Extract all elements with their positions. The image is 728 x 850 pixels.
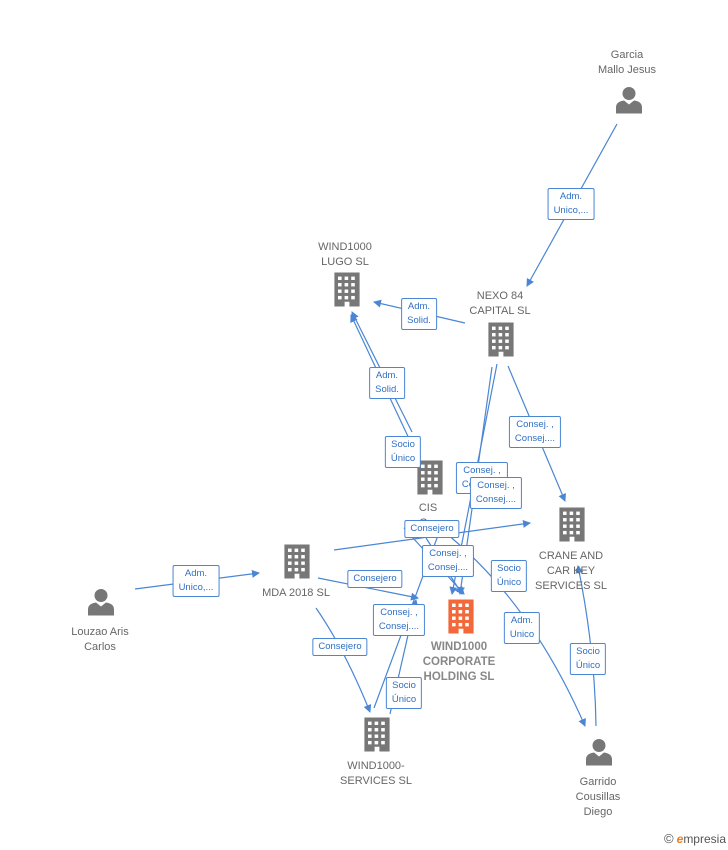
edge-label-e3[interactable]: Adm. Solid. bbox=[369, 367, 405, 399]
brand-logo-letter: e bbox=[676, 832, 684, 846]
node-label-wind-lugo[interactable]: WIND1000 LUGO SL bbox=[318, 241, 372, 268]
edge-label-e2[interactable]: Adm. Solid. bbox=[401, 298, 437, 330]
edge-label-e1[interactable]: Adm. Unico,... bbox=[547, 188, 595, 220]
node-label-garcia[interactable]: Garcia Mallo Jesus bbox=[597, 49, 657, 76]
company-building-icon[interactable] bbox=[415, 460, 445, 500]
edge-label-e10[interactable]: Socio Único bbox=[490, 560, 528, 592]
person-icon[interactable] bbox=[585, 738, 613, 771]
person-icon[interactable] bbox=[615, 86, 643, 119]
person-icon[interactable] bbox=[87, 588, 115, 621]
edge-line-12 bbox=[317, 577, 419, 601]
edge-label-e16[interactable]: Socio Único bbox=[385, 677, 423, 709]
node-label-louzao[interactable]: Louzao Aris Carlos bbox=[71, 626, 129, 653]
company-building-icon[interactable] bbox=[282, 544, 312, 584]
node-label-crane[interactable]: CRANE AND CAR KEY SERVICES SL bbox=[535, 550, 607, 592]
node-label-garrido[interactable]: Garrido Cousillas Diego bbox=[575, 776, 621, 818]
brand-name: mpresia bbox=[683, 832, 726, 846]
node-label-mda[interactable]: MDA 2018 SL bbox=[262, 587, 330, 599]
edge-label-e15[interactable]: Consejero bbox=[312, 638, 368, 656]
edge-label-e11[interactable]: Adm. Unico,... bbox=[172, 565, 220, 597]
edge-line-15 bbox=[315, 607, 372, 713]
edge-label-e17[interactable]: Socio Único bbox=[569, 643, 607, 675]
node-label-nexo[interactable]: NEXO 84 CAPITAL SL bbox=[469, 290, 531, 317]
empresia-brand[interactable]: ©empresia bbox=[664, 831, 726, 846]
main-company-building-icon[interactable] bbox=[446, 599, 476, 639]
edge-label-e14[interactable]: Consej. , Consej.... bbox=[372, 604, 426, 636]
edge-label-e6[interactable]: Consej. , Consej.... bbox=[469, 477, 523, 509]
edge-label-e12[interactable]: Consejero bbox=[347, 570, 403, 588]
node-label-wind-serv[interactable]: WIND1000- SERVICES SL bbox=[340, 760, 412, 787]
edge-label-e8[interactable]: Consejero bbox=[404, 520, 460, 538]
company-building-icon[interactable] bbox=[486, 322, 516, 362]
copyright-symbol: © bbox=[664, 831, 674, 846]
node-label-wind-corp[interactable]: WIND1000 CORPORATE HOLDING SL bbox=[422, 641, 496, 683]
edge-label-e7[interactable]: Consej. , Consej.... bbox=[508, 416, 562, 448]
edge-label-e13[interactable]: Adm. Unico bbox=[503, 612, 541, 644]
company-building-icon[interactable] bbox=[332, 272, 362, 312]
company-building-icon[interactable] bbox=[557, 507, 587, 547]
edge-label-e9[interactable]: Consej. , Consej.... bbox=[421, 545, 475, 577]
company-building-icon[interactable] bbox=[362, 717, 392, 757]
edge-label-e4[interactable]: Socio Único bbox=[384, 436, 422, 468]
